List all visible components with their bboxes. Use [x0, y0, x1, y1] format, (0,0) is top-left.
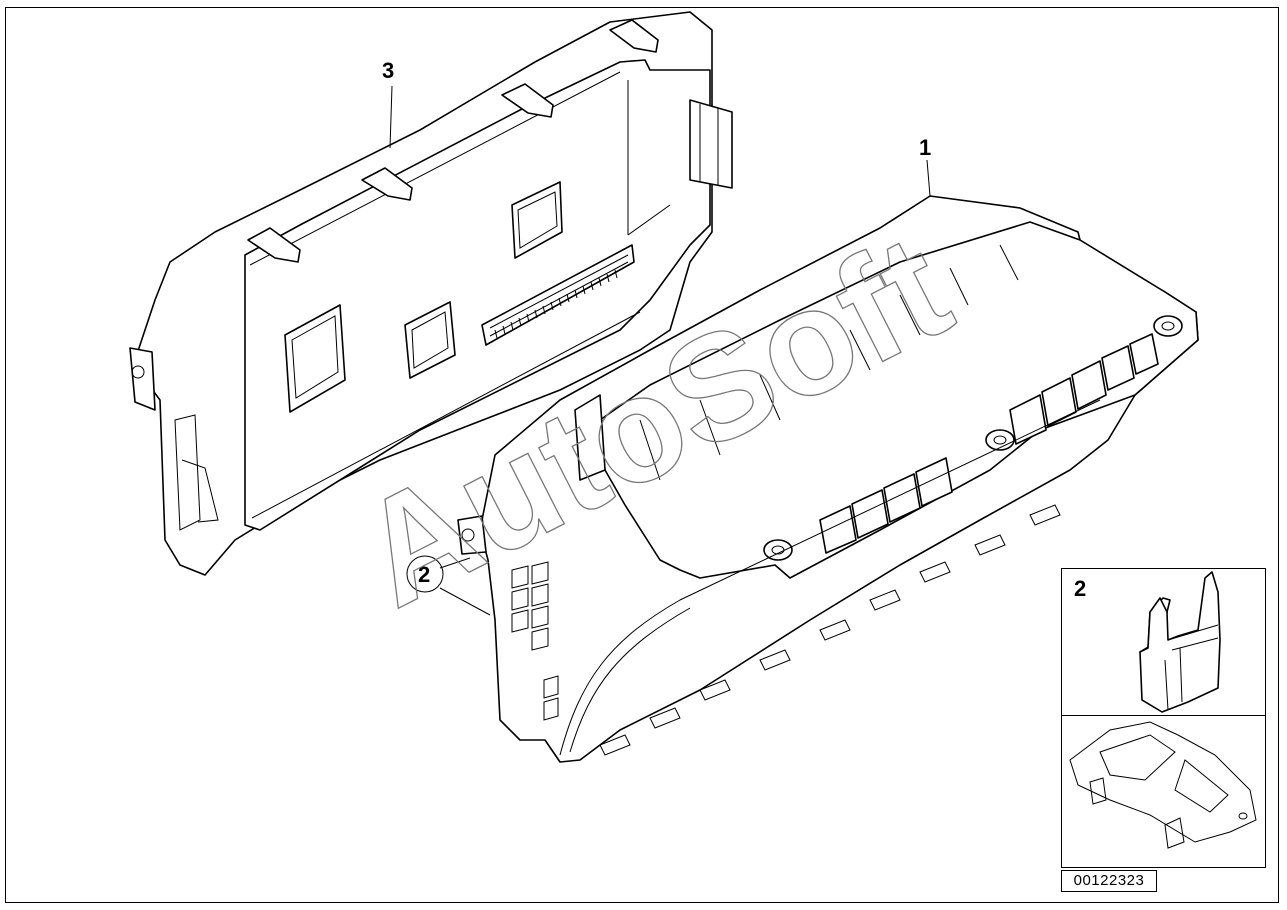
callout-3: 3	[382, 58, 394, 83]
inset-divider	[1062, 715, 1265, 716]
display-board-part	[129, 11, 733, 576]
instrument-cluster-part	[457, 195, 1199, 763]
callout-2: 2	[418, 562, 430, 587]
callout-2-circle	[406, 555, 444, 593]
diagram-id: 00122323	[1061, 870, 1157, 892]
bulb-socket-part	[1139, 571, 1221, 713]
leader-line-3	[389, 85, 393, 149]
diagram-frame	[5, 7, 1279, 903]
detail-inset	[1061, 568, 1266, 868]
car-silhouette	[1069, 721, 1257, 849]
callout-1: 1	[919, 135, 931, 160]
leader-line-1	[926, 159, 931, 197]
inset-callout: 2	[1074, 576, 1087, 601]
leader-line-2	[439, 557, 491, 616]
